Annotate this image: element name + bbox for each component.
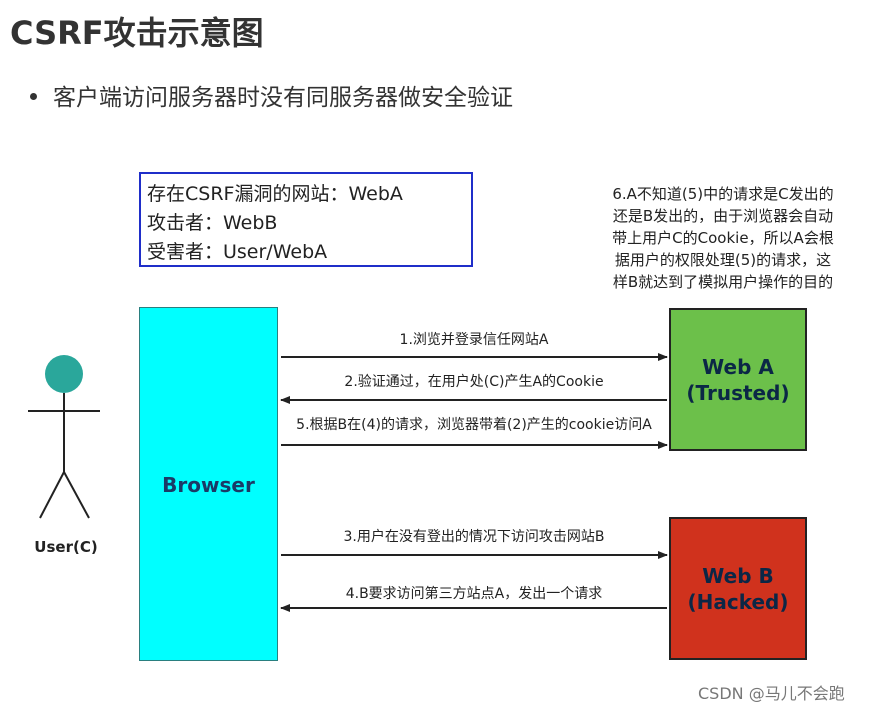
web-b-status: (Hacked) bbox=[687, 589, 789, 614]
arrow-label-step1: 1.浏览并登录信任网站A bbox=[399, 332, 549, 348]
browser-label: Browser bbox=[162, 473, 255, 497]
browser-box bbox=[139, 307, 278, 661]
web-a-box: Web A (Trusted) bbox=[669, 308, 807, 451]
note-line: 据用户的权限处理(5)的请求，这 bbox=[614, 251, 832, 269]
bullet-item: 客户端访问服务器时没有同服务器做安全验证 bbox=[30, 78, 513, 112]
web-b-box: Web B (Hacked) bbox=[669, 517, 807, 660]
arrow-label-step4: 4.B要求访问第三方站点A，发出一个请求 bbox=[345, 586, 603, 602]
bullet-text: 客户端访问服务器时没有同服务器做安全验证 bbox=[53, 85, 513, 111]
page-title: CSRF攻击示意图 bbox=[10, 14, 264, 52]
web-a-status: (Trusted) bbox=[686, 380, 790, 405]
user-label: User(C) bbox=[34, 538, 98, 556]
arrow-label-step2: 2.验证通过，在用户处(C)产生A的Cookie bbox=[344, 374, 604, 390]
user-head-icon bbox=[45, 355, 83, 393]
note-line: 样B就达到了模拟用户操作的目的 bbox=[612, 273, 834, 291]
info-line-vulnerable-site: 存在CSRF漏洞的网站：WebA bbox=[147, 183, 403, 205]
info-line-attacker: 攻击者：WebB bbox=[147, 212, 278, 234]
web-a-name: Web A bbox=[702, 354, 774, 379]
info-box: 存在CSRF漏洞的网站：WebA 攻击者：WebB 受害者：User/WebA bbox=[139, 172, 473, 267]
arrow-label-step5: 5.根据B在(4)的请求，浏览器带着(2)产生的cookie访问A bbox=[296, 417, 652, 433]
arrow-label-step3: 3.用户在没有登出的情况下访问攻击网站B bbox=[343, 529, 605, 545]
bullet-dot-icon bbox=[30, 93, 37, 100]
note-line: 6.A不知道(5)中的请求是C发出的 bbox=[612, 185, 834, 203]
info-line-victim: 受害者：User/WebA bbox=[147, 241, 328, 263]
user-figure-icon bbox=[28, 355, 100, 519]
web-b-name: Web B bbox=[702, 563, 774, 588]
note-line: 带上用户C的Cookie，所以A会根 bbox=[612, 229, 834, 247]
note-line: 还是B发出的，由于浏览器会自动 bbox=[612, 207, 834, 225]
step6-note: 6.A不知道(5)中的请求是C发出的 还是B发出的，由于浏览器会自动 带上用户C… bbox=[593, 183, 853, 293]
watermark: CSDN @马儿不会跑 bbox=[698, 684, 845, 703]
